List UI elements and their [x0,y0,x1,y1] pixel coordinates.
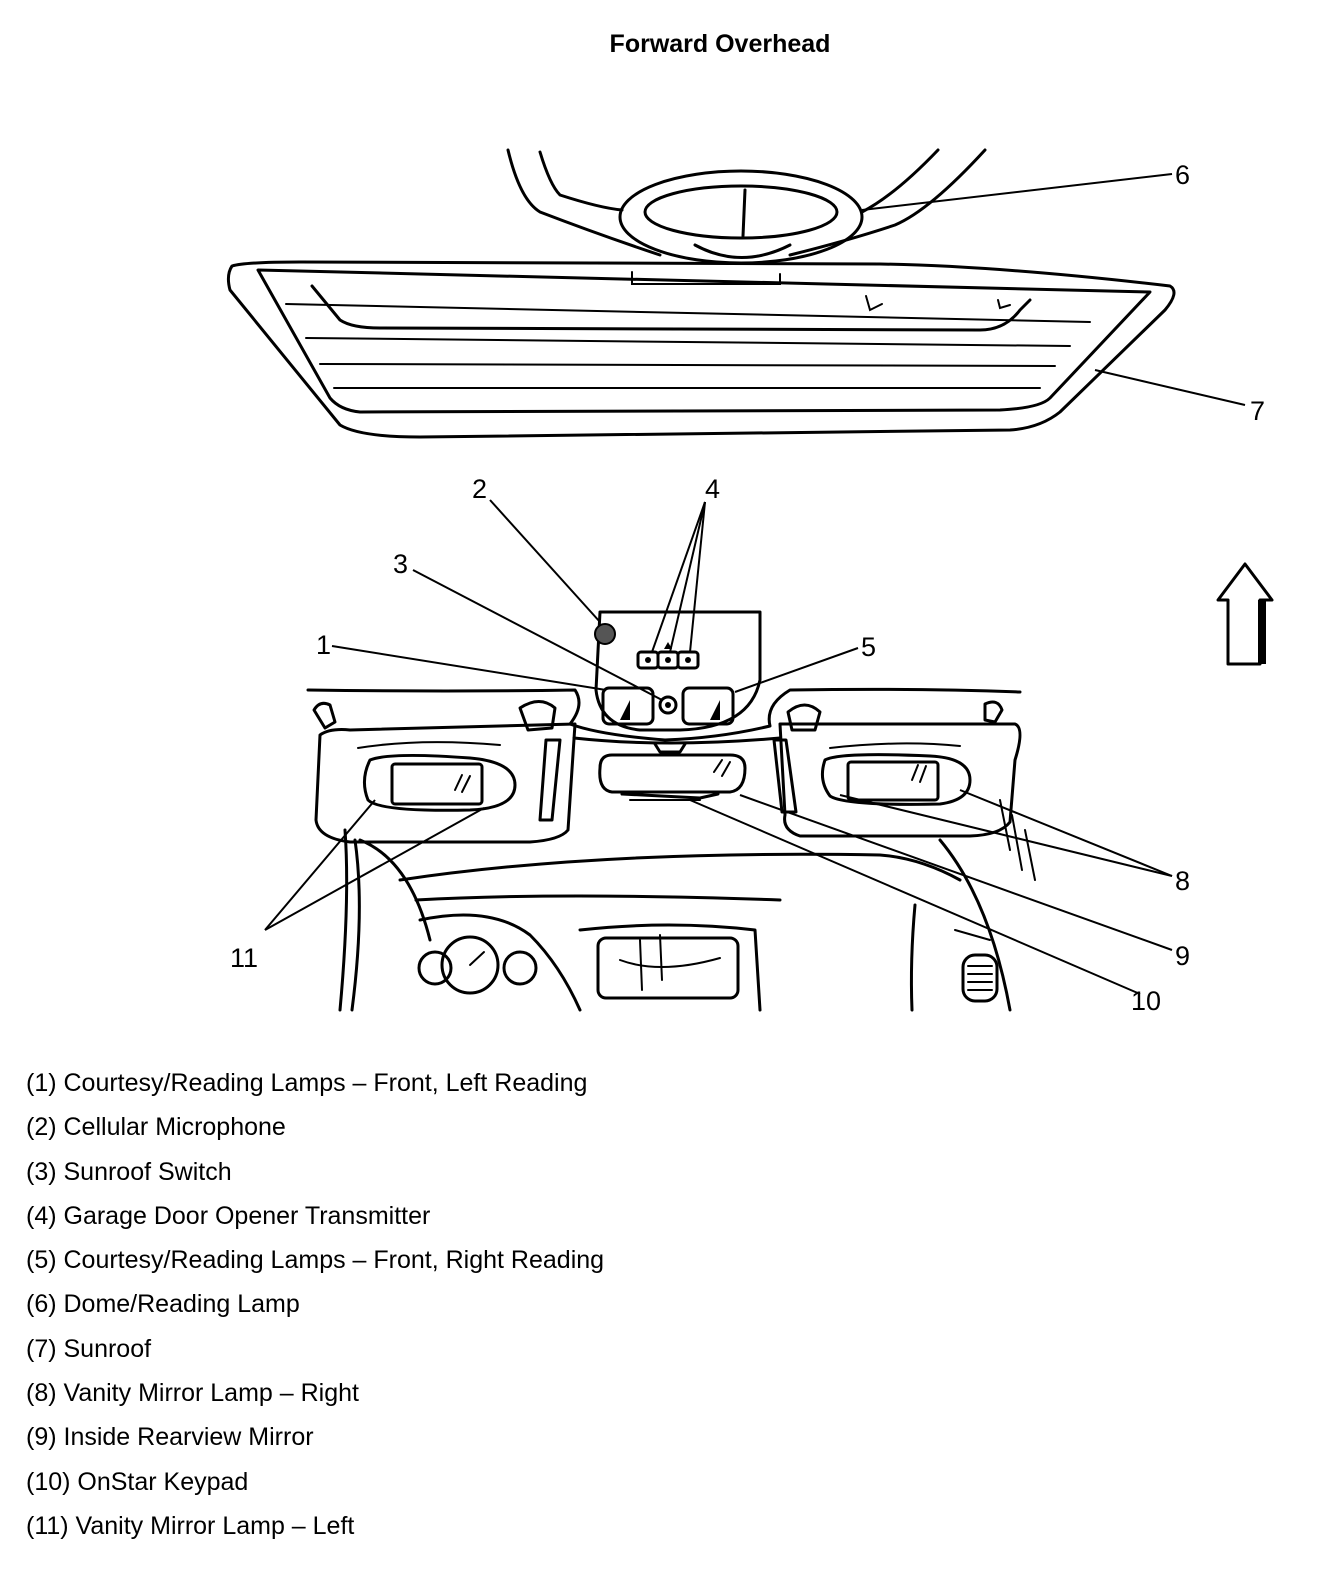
roof-pillars [506,148,987,257]
callout-10: 10 [1131,986,1161,1016]
legend-item: (11) Vanity Mirror Lamp – Left [26,1511,355,1540]
garage-door-buttons [636,642,700,670]
callout-2: 2 [472,474,487,504]
legend-item: (5) Courtesy/Reading Lamps – Front, Righ… [26,1246,605,1275]
diagram-title: Forward Overhead [609,30,831,58]
legend-item: (9) Inside Rearview Mirror [26,1423,314,1452]
legend-item: (7) Sunroof [26,1334,152,1363]
legend-item: (2) Cellular Microphone [26,1113,286,1142]
dashboard-and-windshield [338,799,1036,1012]
callout-4: 4 [705,474,720,504]
callout-9: 9 [1175,941,1190,971]
right-sun-visor [772,700,1022,838]
legend-item: (4) Garage Door Opener Transmitter [26,1201,431,1230]
legend-item: (8) Vanity Mirror Lamp – Right [26,1379,359,1408]
left-sun-visor [312,700,577,844]
callout-3: 3 [393,549,408,579]
sunroof [226,260,1176,439]
overhead-console [594,610,762,732]
legend-item: (6) Dome/Reading Lamp [26,1290,300,1319]
legend-list: (1) Courtesy/Reading Lamps – Front, Left… [26,1066,604,1553]
dome-reading-lamp [618,169,864,265]
leader-lines [264,173,1246,995]
callout-5: 5 [861,632,876,662]
callout-1: 1 [316,630,331,660]
legend-item: (3) Sunroof Switch [26,1157,232,1186]
headliner [306,687,1022,745]
callout-8: 8 [1175,866,1190,896]
callout-6: 6 [1175,160,1190,190]
callout-11: 11 [230,943,258,973]
forward-overhead-illustration: 1 2 3 4 5 6 7 8 9 10 11 [226,148,1274,1016]
forward-arrow [1216,562,1274,666]
callout-labels: 1 2 3 4 5 6 7 8 9 10 11 [230,160,1265,1016]
callout-7: 7 [1250,396,1265,426]
legend-item: (1) Courtesy/Reading Lamps – Front, Left… [26,1069,588,1097]
inside-rearview-mirror [598,742,747,801]
legend-item: (10) OnStar Keypad [26,1467,249,1496]
